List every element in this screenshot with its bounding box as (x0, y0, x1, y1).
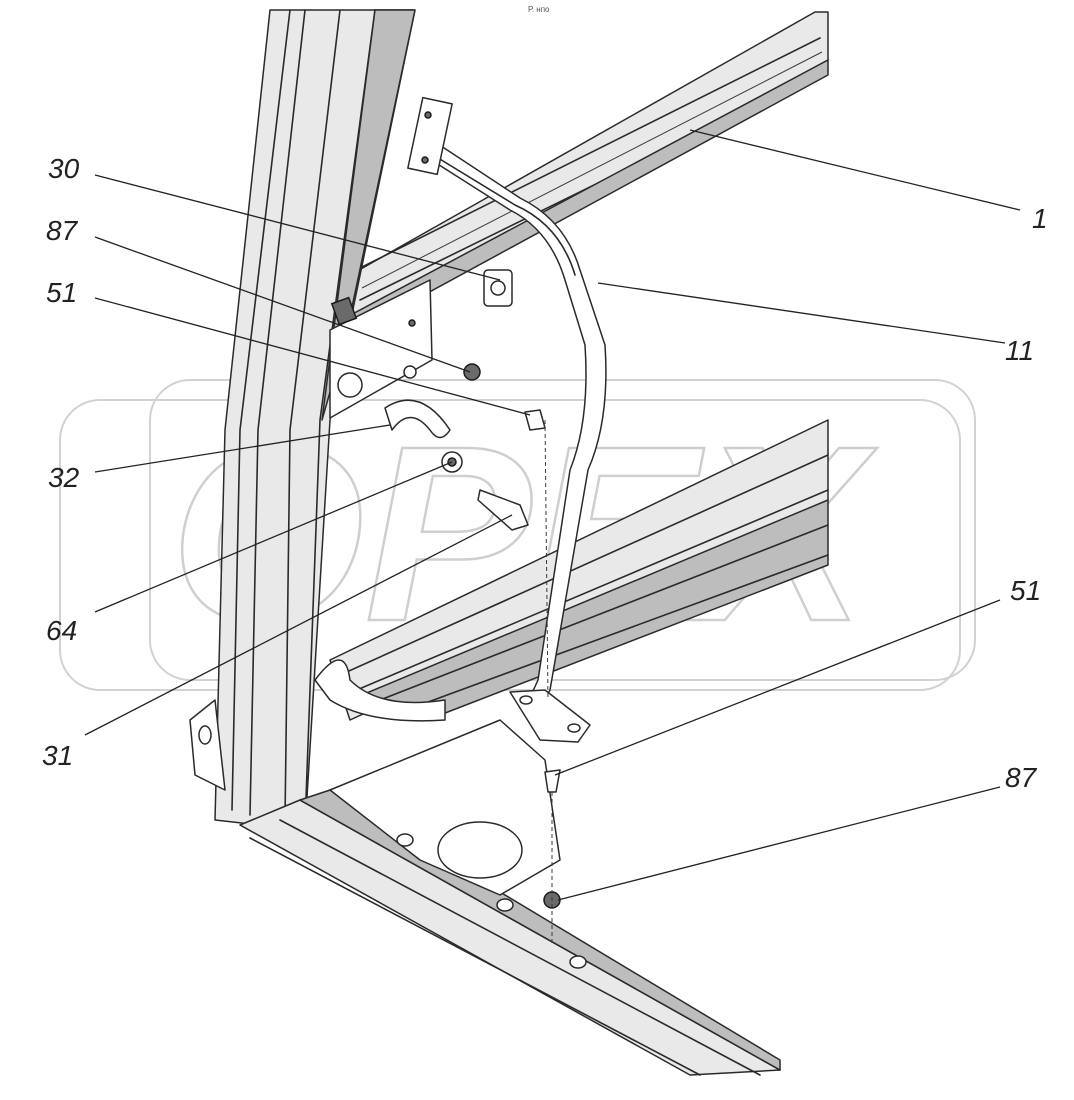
part-31-pin (477, 489, 529, 531)
callout-87-top: 87 (46, 215, 79, 246)
handle-tube (407, 96, 607, 743)
callout-51-bottom: 51 (1010, 575, 1041, 606)
rail-upper (344, 11, 829, 339)
callout-11: 11 (1005, 335, 1034, 366)
leader-lines (84, 129, 1021, 901)
watermark-frame (149, 379, 976, 681)
watermark-frame-outer (59, 399, 961, 691)
callout-labels: 30 87 51 32 64 31 1 11 51 87 (42, 153, 1048, 793)
corner-gusset (189, 659, 446, 791)
rail-lower (329, 419, 829, 721)
part-51-bolt-bottom (544, 769, 561, 793)
part-32-clamp (384, 399, 451, 439)
callout-31: 31 (42, 740, 73, 771)
callout-32: 32 (48, 462, 80, 493)
base-plate (329, 719, 587, 969)
callout-64: 64 (46, 615, 77, 646)
callout-30: 30 (48, 153, 80, 184)
callout-87-bottom: 87 (1005, 762, 1038, 793)
callout-1: 1 (1032, 203, 1048, 234)
pillar-vertical (214, 9, 416, 831)
pillar-bracket-plate (329, 279, 433, 419)
callout-51-top: 51 (46, 277, 77, 308)
header-note: Р. нпо (528, 5, 550, 14)
part-87-nut-top (463, 363, 481, 381)
